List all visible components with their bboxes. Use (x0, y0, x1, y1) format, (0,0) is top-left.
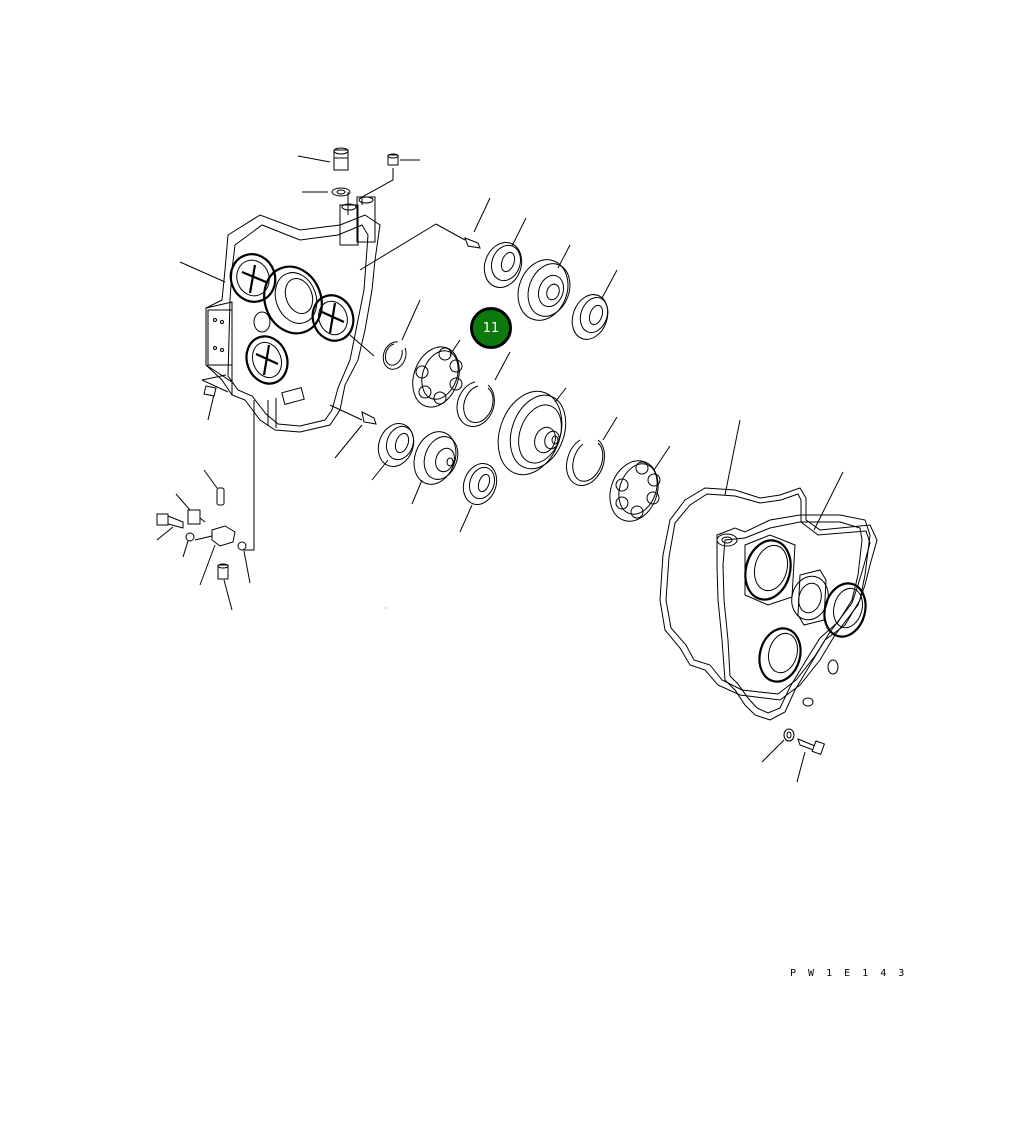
bearing-2[interactable] (566, 269, 618, 344)
gear-3[interactable] (407, 426, 464, 505)
bracket[interactable] (194, 525, 236, 586)
drawing-code: P W 1 E 1 4 3 (790, 968, 908, 979)
bearing-6[interactable] (458, 459, 502, 533)
name-plate[interactable] (203, 385, 217, 397)
washer-top[interactable] (331, 187, 351, 197)
snapring-3[interactable] (566, 416, 618, 487)
dowel-pin[interactable] (203, 469, 225, 506)
bolt-left[interactable] (156, 513, 184, 541)
bearing-5[interactable] (371, 419, 419, 481)
gear-1[interactable] (510, 244, 577, 327)
callout-marker-11[interactable]: 11 (470, 307, 512, 349)
case-cover[interactable] (716, 514, 871, 721)
snapring-1[interactable] (382, 341, 407, 370)
plug-top[interactable] (333, 147, 349, 171)
snapring-2[interactable] (456, 351, 511, 428)
nipple-1[interactable] (464, 237, 481, 249)
nipple-2[interactable] (361, 411, 377, 425)
washer-left[interactable] (182, 532, 195, 558)
bearing-1[interactable] (478, 217, 528, 293)
sensor[interactable] (175, 493, 206, 525)
transmission-case[interactable] (205, 196, 381, 433)
bolt-bottom[interactable] (796, 738, 826, 783)
leader-lines-case (179, 155, 491, 551)
elbow-top[interactable] (387, 153, 399, 166)
gear-2[interactable] (487, 382, 575, 483)
plug-bottom[interactable] (217, 563, 233, 611)
bearing-4[interactable] (602, 445, 671, 528)
o-ring[interactable] (237, 541, 251, 584)
washer-bottom[interactable] (761, 728, 795, 763)
bearing-3[interactable] (405, 339, 468, 414)
callout-label: 11 (482, 320, 500, 336)
